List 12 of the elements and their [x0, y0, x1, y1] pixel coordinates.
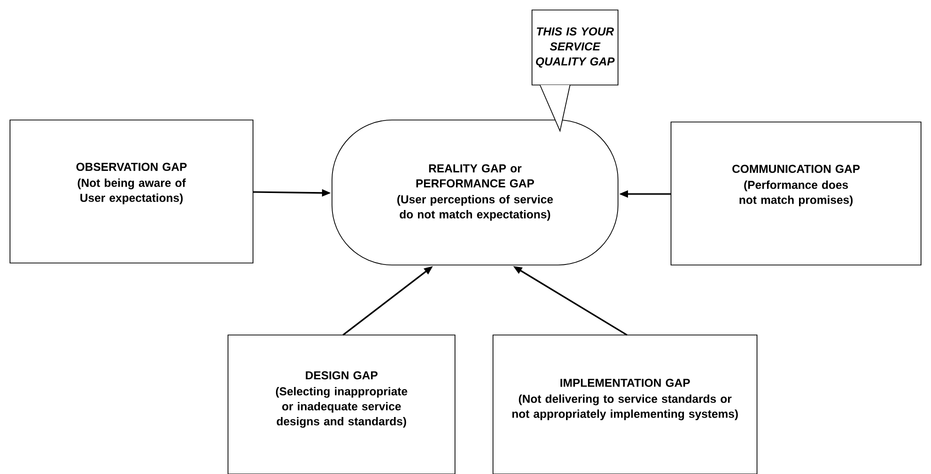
gap-label: COMMUNICATION GAP (Performance does not match promises): [732, 164, 860, 206]
gap-box: [670, 122, 922, 266]
gap-label: IMPLEMENTATION GAP (Not delivering to service standards or not appropriately implementing systems): [512, 378, 738, 420]
gap-label: OBSERVATION GAP (Not being aware of User expectations): [76, 162, 187, 204]
gap-label: THIS IS YOUR SERVICE QUALITY GAP: [536, 27, 615, 68]
gap-label: REALITY GAP or PERFORMANCE GAP (User perceptions of service do not match expectations): [397, 164, 553, 221]
gap-box: [10, 120, 254, 264]
gap-box: [228, 334, 456, 474]
callout-tail: [540, 84, 570, 132]
gap-box: [492, 334, 758, 474]
callout-box: [532, 10, 618, 86]
gap-label: DESIGN GAP (Selecting inappropriate or inadequate service designs and standards): [276, 371, 408, 428]
